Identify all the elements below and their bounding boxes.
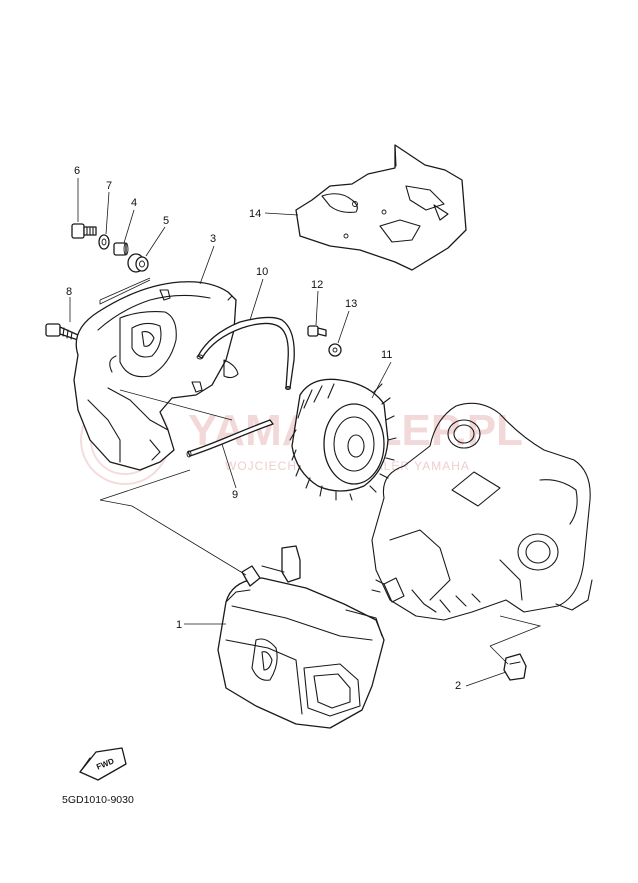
- callout-1: 1: [176, 619, 182, 631]
- part-3-fan-cover: [73, 281, 239, 471]
- part-1-air-duct: [217, 545, 385, 729]
- diagram-code: 5GD1010-9030: [62, 794, 134, 806]
- engine-crankcase: [371, 402, 593, 621]
- assembly-guide-lines: [99, 279, 542, 665]
- part-14-plate: [295, 144, 467, 271]
- part-9-hose: [186, 419, 274, 458]
- callout-2: 2: [455, 680, 461, 692]
- part-8-screw: [45, 323, 79, 341]
- callout-6: 6: [74, 165, 80, 177]
- part-13-washer: [328, 343, 342, 357]
- part-12-bolt: [307, 325, 327, 337]
- part-4-collar: [113, 242, 129, 256]
- callout-8: 8: [66, 286, 72, 298]
- callout-4: 4: [131, 197, 137, 209]
- callout-5: 5: [163, 215, 169, 227]
- callout-7: 7: [106, 180, 112, 192]
- callout-12: 12: [311, 279, 323, 291]
- callout-14: 14: [249, 208, 261, 220]
- part-5-grommet: [127, 253, 149, 273]
- part-2-clip: [503, 653, 527, 681]
- part-6-bolt: [71, 223, 97, 239]
- callout-10: 10: [256, 266, 268, 278]
- fwd-arrow-icon: FWD: [79, 747, 127, 781]
- callout-9: 9: [232, 489, 238, 501]
- callout-11: 11: [381, 349, 392, 361]
- callout-3: 3: [210, 233, 216, 245]
- callout-13: 13: [345, 298, 357, 310]
- part-11-cooling-fan: [289, 378, 397, 501]
- part-7-washer: [98, 234, 110, 250]
- part-10-hose: [196, 316, 295, 390]
